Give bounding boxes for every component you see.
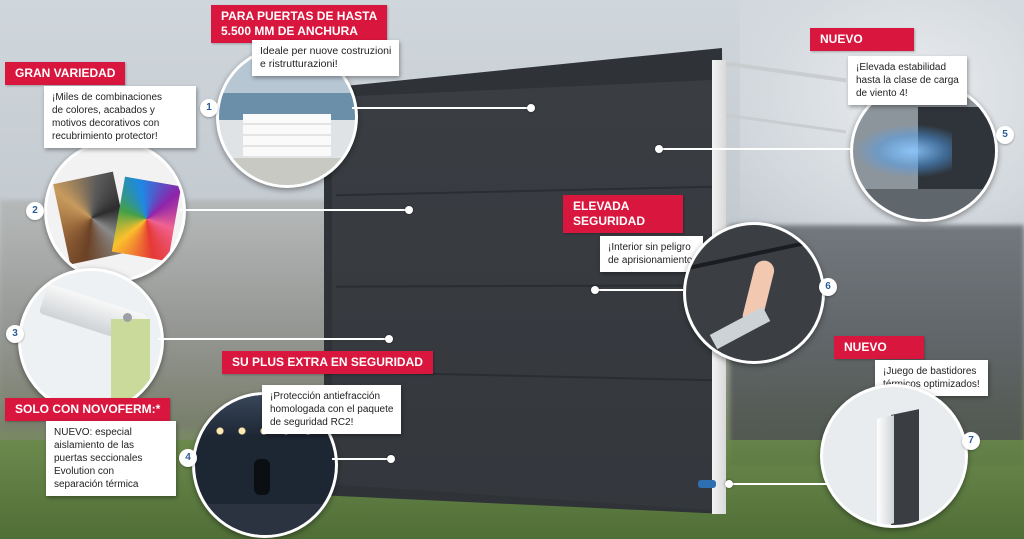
note-1-line: e ristrutturazioni! [260,58,338,70]
note-5-line: hasta la clase de carga [856,75,959,86]
connector-1 [352,107,528,109]
tag-4-line: SU PLUS EXTRA EN SEGURIDAD [232,355,423,369]
note-1-line: Ideale per nuove costruzioni [260,45,392,57]
circle-7-image [820,384,968,528]
circle-1-image [216,46,358,188]
tag-3-line: SOLO CON NOVOFERM:* [15,402,161,416]
note-5-line: ¡Elevada estabilidad [856,62,947,73]
note-6-line: de aprisionamiento! [608,255,696,266]
note-4: ¡Protección antiefracción homologada con… [262,385,402,434]
note-5: ¡Elevada estabilidad hasta la clase de c… [848,56,967,105]
note-4-line: homologada con el paquete [270,404,394,415]
connector-2 [180,209,408,211]
circle-3-image [18,268,164,414]
note-2-line: ¡Miles de combinaciones [52,92,163,103]
note-3-line: Evolution con [54,466,115,477]
note-2-line: de colores, acabados y [52,105,155,116]
callout-1-number: 1 [200,99,218,117]
pointer-dot-7 [725,480,733,488]
pointer-dot-2 [405,206,413,214]
tag-2-line: GRAN VARIEDAD [15,66,116,80]
circle-2-image [44,140,186,282]
note-3-line: NUEVO: especial [54,427,132,438]
note-5-line: de viento 4! [856,88,908,99]
note-7-line: ¡Juego de bastidores [883,366,977,377]
tag-5-line: NUEVO [820,32,863,46]
callout-5-number: 5 [996,126,1014,144]
pointer-dot-4 [387,455,395,463]
circle-6-image [683,222,825,364]
note-3: NUEVO: especial aislamiento de las puert… [46,421,176,496]
callout-4-number: 4 [179,449,197,467]
note-6-line: ¡Interior sin peligro [608,242,691,253]
note-1: Ideale per nuove costruzioni e ristruttu… [252,40,400,76]
note-7-line: térmicos optimizados! [883,379,980,390]
note-6: ¡Interior sin peligro de aprisionamiento… [600,236,704,272]
note-4-line: ¡Protección antiefracción [270,391,381,402]
tag-4: SU PLUS EXTRA EN SEGURIDAD [222,351,433,374]
tag-1-line: PARA PUERTAS DE HASTA [221,9,378,23]
tag-6-line: ELEVADA [573,199,630,213]
pointer-dot-3 [385,335,393,343]
connector-3 [158,338,388,340]
tag-6-line: SEGURIDAD [573,214,646,228]
tag-7-line: NUEVO [844,340,887,354]
note-2-line: motivos decorativos con [52,118,160,129]
connector-4 [332,458,390,460]
note-2: ¡Miles de combinaciones de colores, acab… [44,86,196,148]
connector-5 [660,148,850,150]
garage-door-panel [332,80,712,510]
callout-2-number: 2 [26,202,44,220]
tag-7: NUEVO [834,336,924,359]
door-handle [698,480,716,488]
note-3-line: separación térmica [54,479,139,490]
note-3-line: aislamiento de las [54,440,135,451]
note-3-line: puertas seccionales [54,453,143,464]
tag-1-line: 5.500 MM DE ANCHURA [221,24,358,38]
tag-5: NUEVO [810,28,914,51]
connector-6 [596,289,683,291]
callout-6-number: 6 [819,278,837,296]
tag-1: PARA PUERTAS DE HASTA 5.500 MM DE ANCHUR… [211,5,388,43]
callout-3-number: 3 [6,325,24,343]
tag-3: SOLO CON NOVOFERM:* [5,398,171,421]
tag-2: GRAN VARIEDAD [5,62,126,85]
pointer-dot-5 [655,145,663,153]
connector-7 [730,483,828,485]
callout-7-number: 7 [962,432,980,450]
pointer-dot-1 [527,104,535,112]
pointer-dot-6 [591,286,599,294]
note-2-line: recubrimiento protector! [52,131,158,142]
tag-6: ELEVADA SEGURIDAD [563,195,683,233]
note-4-line: de seguridad RC2! [270,417,354,428]
